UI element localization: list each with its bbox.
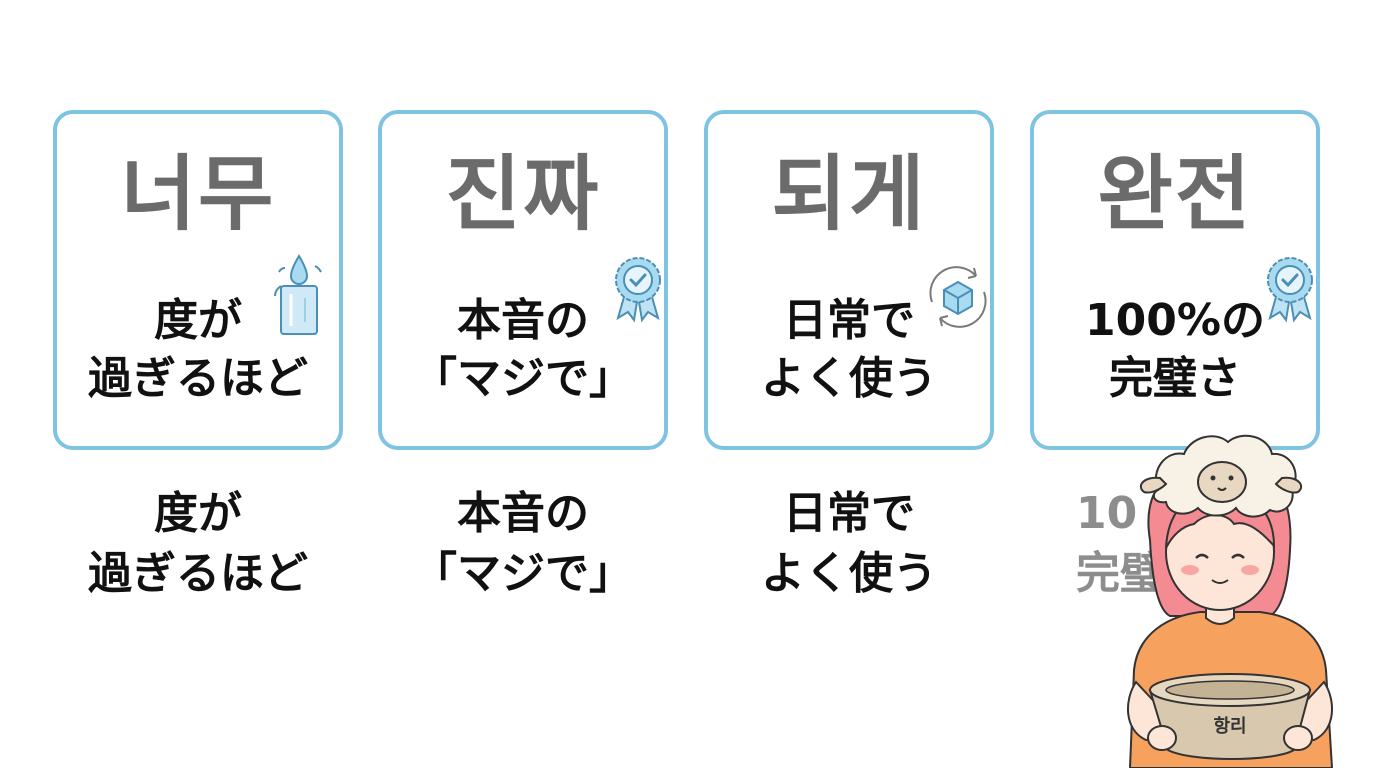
caption-line2: よく使う (761, 548, 937, 599)
caption-line1: 本音の (457, 488, 589, 539)
japanese-meaning: 100%の 完璧さ (1034, 292, 1316, 408)
japanese-meaning-line1: 100%の (1085, 295, 1265, 346)
word-card-wanjeon: 완전 100%の 完璧さ (1030, 110, 1320, 450)
caption-line2: 過ぎるほど (88, 548, 308, 599)
korean-word: 완전 (1097, 147, 1253, 242)
korean-word: 너무 (120, 147, 276, 242)
caption-line2: 「マジで」 (413, 548, 633, 599)
word-card-doege: 되게 日常で よく使う (704, 110, 994, 450)
japanese-meaning: 度が 過ぎるほど (57, 292, 339, 408)
caption-line1: 10 (1076, 488, 1138, 539)
japanese-meaning: 日常で よく使う (708, 292, 990, 408)
cycle-cube-icon (929, 266, 987, 328)
japanese-meaning-line2: 完璧さ (1109, 353, 1241, 404)
japanese-meaning-line1: 本音の (457, 295, 589, 346)
japanese-meaning-line2: 過ぎるほど (88, 353, 308, 404)
japanese-meaning-line2: よく使う (761, 353, 937, 404)
caption-2: 本音の 「マジで」 (378, 484, 668, 604)
caption-line1: 日常で (783, 488, 915, 539)
japanese-meaning: 本音の 「マジで」 (382, 292, 664, 408)
word-card-jinjja: 진짜 本音の 「マジで」 (378, 110, 668, 450)
mascot-girl-illustration: 항리 (1126, 434, 1334, 768)
bowl-label: 항리 (1213, 716, 1246, 737)
japanese-meaning-line1: 日常で (783, 295, 915, 346)
caption-4-partial: 10 完璧 (1076, 484, 1276, 604)
japanese-meaning-line2: 「マジで」 (413, 353, 633, 404)
rosette-badge-icon (1267, 257, 1313, 323)
caption-line1: 度が (154, 488, 242, 539)
japanese-meaning-line1: 度が (154, 295, 242, 346)
droplet-glass-icon (274, 254, 322, 335)
caption-line2: 完璧 (1076, 548, 1164, 599)
korean-word: 되게 (771, 147, 927, 242)
caption-3: 日常で よく使う (704, 484, 994, 604)
rosette-badge-icon (615, 257, 661, 323)
korean-word: 진짜 (445, 147, 601, 242)
word-card-neomu: 너무 度が 過ぎるほど (53, 110, 343, 450)
caption-1: 度が 過ぎるほど (53, 484, 343, 604)
